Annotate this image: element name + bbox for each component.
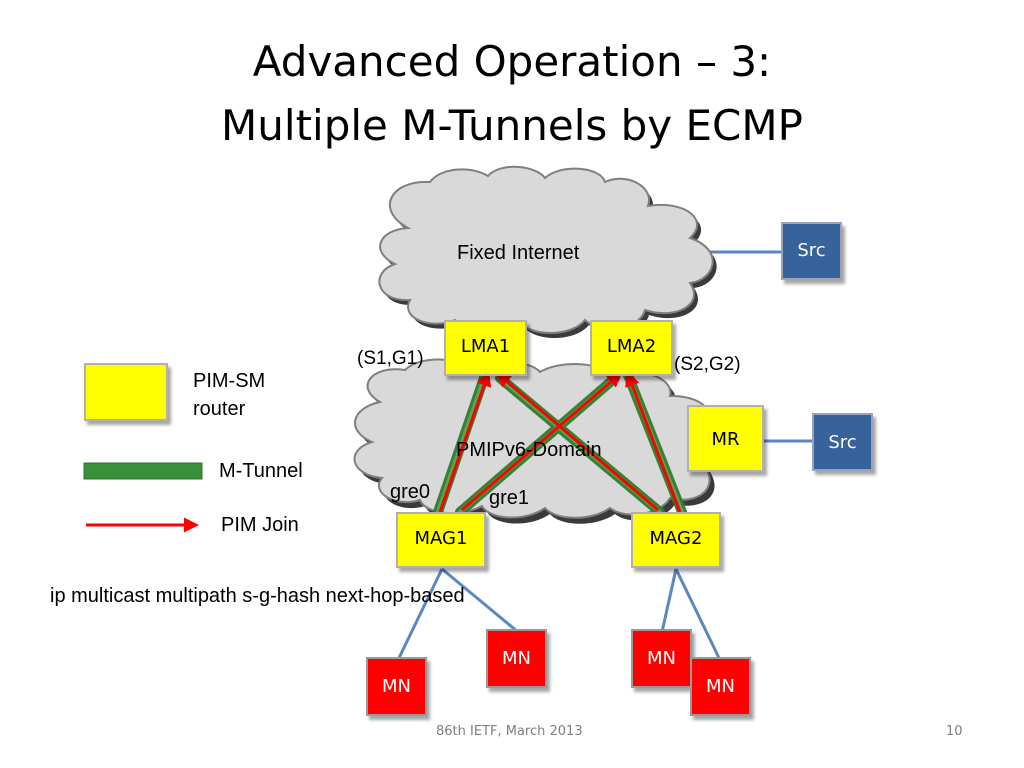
join-mag1-lma2 <box>461 372 623 512</box>
lma1-router[interactable]: LMA1 <box>444 320 527 376</box>
s2g2-label: (S2,G2) <box>674 354 741 375</box>
link-mag1-mn1 <box>396 568 444 661</box>
mn-links <box>396 567 722 661</box>
src-right-node[interactable]: Src <box>812 413 873 471</box>
link-mag2-mn3 <box>660 568 678 633</box>
src-top-label: Src <box>797 240 826 261</box>
mn-3-label: MN <box>647 648 676 669</box>
mn-4-label: MN <box>706 676 735 697</box>
lma2-router[interactable]: LMA2 <box>590 320 673 376</box>
join-mag1-lma1 <box>438 371 492 513</box>
mn-2-label: MN <box>502 648 531 669</box>
fixed-internet-cloud <box>378 165 717 339</box>
fixed-internet-label: Fixed Internet <box>457 242 580 264</box>
legend-tunnel-label: M-Tunnel <box>219 460 303 482</box>
title-line-1: Advanced Operation – 3: <box>252 37 772 86</box>
page-number: 10 <box>946 724 963 739</box>
mag2-router[interactable]: MAG2 <box>631 512 721 568</box>
legend-router-swatch <box>84 363 168 421</box>
legend-router-line1: PIM-SM <box>193 370 266 392</box>
slide-title: Advanced Operation – 3: Multiple M-Tunne… <box>0 30 1024 158</box>
src-right-label: Src <box>828 432 857 453</box>
s1g1-label: (S1,G1) <box>357 348 424 369</box>
gre1-label: gre1 <box>489 487 530 509</box>
link-mag2-mn4 <box>674 568 722 661</box>
mn-node-3[interactable]: MN <box>631 629 692 688</box>
lma2-label: LMA2 <box>606 336 657 357</box>
mag2-label: MAG2 <box>649 528 703 549</box>
join-mag2-lma1 <box>495 372 659 512</box>
title-line-2: Multiple M-Tunnels by ECMP <box>221 101 803 150</box>
pim-joins <box>438 371 682 513</box>
join-mag2-lma2 <box>625 371 682 513</box>
legend-tunnel-swatch <box>83 462 203 480</box>
mr-label: MR <box>711 429 740 450</box>
lma1-label: LMA1 <box>460 336 511 357</box>
mr-router[interactable]: MR <box>687 405 764 472</box>
mn-node-2[interactable]: MN <box>486 629 547 688</box>
mag1-router[interactable]: MAG1 <box>396 512 486 568</box>
gre0-label: gre0 <box>390 481 431 503</box>
footer-conference: 86th IETF, March 2013 <box>436 724 583 739</box>
legend-join-label: PIM Join <box>221 514 299 536</box>
src-top-node[interactable]: Src <box>781 222 842 280</box>
mag1-label: MAG1 <box>414 528 468 549</box>
link-mag1-mn2 <box>441 567 519 634</box>
pmipv6-domain-label: PMIPv6-Domain <box>456 439 602 461</box>
command-text: ip multicast multipath s-g-hash next-hop… <box>50 585 465 607</box>
mn-node-1[interactable]: MN <box>366 657 427 716</box>
legend-router-label: PIM-SM router <box>193 367 265 423</box>
mn-1-label: MN <box>382 676 411 697</box>
mn-node-4[interactable]: MN <box>690 657 751 716</box>
legend-router-line2: router <box>193 398 246 420</box>
